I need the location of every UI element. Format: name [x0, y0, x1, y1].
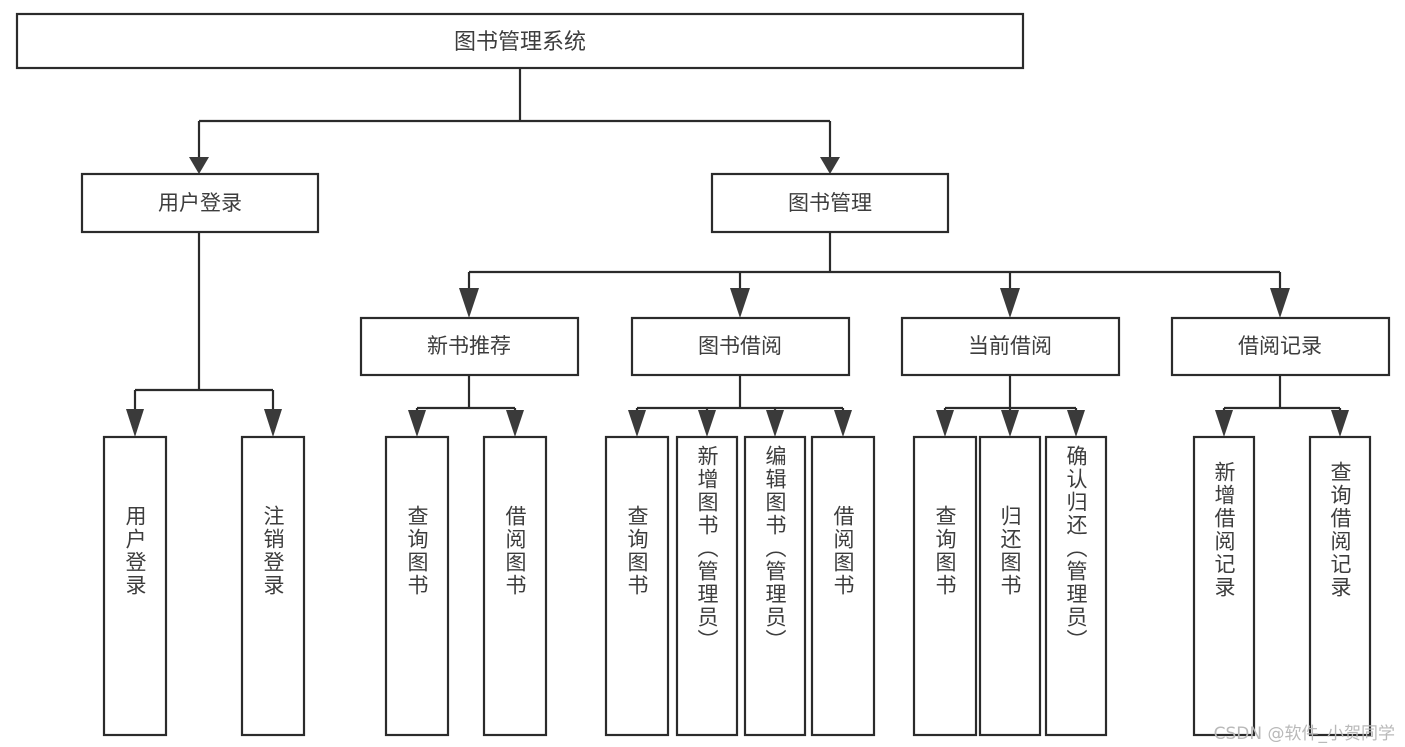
arrowhead-group	[126, 157, 1349, 437]
leaf-box-newbook-0[interactable]	[384, 435, 450, 737]
arrowhead-borrow-leaf-1	[698, 410, 716, 437]
node-root-box[interactable]	[15, 12, 1025, 70]
leaf-box-user-login-0[interactable]	[102, 435, 168, 737]
node-book-borrow-label: 图书借阅	[698, 334, 782, 358]
arrowhead-user-login	[189, 157, 209, 174]
leaf-box-group	[102, 435, 1372, 737]
arrowhead-level3-0	[459, 288, 479, 318]
node-borrow-records-label: 借阅记录	[1238, 334, 1322, 358]
node-new-book-recommend-label: 新书推荐	[427, 334, 511, 358]
arrowhead-current-leaf-0	[936, 410, 954, 437]
node-user-login[interactable]: 用户登录	[80, 172, 320, 234]
leaf-box-records-1[interactable]	[1308, 435, 1372, 737]
leaf-box-records-0[interactable]	[1192, 435, 1256, 737]
arrowhead-borrow-leaf-3	[834, 410, 852, 437]
arrowhead-borrow-leaf-0	[628, 410, 646, 437]
leaf-box-newbook-1[interactable]	[482, 435, 548, 737]
arrowhead-level3-3	[1270, 288, 1290, 318]
node-book-borrow[interactable]: 图书借阅	[630, 316, 851, 377]
node-new-book-recommend[interactable]: 新书推荐	[359, 316, 580, 377]
leaf-box-borrow-3[interactable]	[810, 435, 876, 737]
leaf-box-current-0[interactable]	[912, 435, 978, 737]
arrowhead-current-leaf-2	[1067, 410, 1085, 437]
node-book-management-box[interactable]	[710, 172, 950, 234]
node-new-book-recommend-box[interactable]	[359, 316, 580, 377]
node-current-borrow[interactable]: 当前借阅	[900, 316, 1121, 377]
node-borrow-records-box[interactable]	[1170, 316, 1391, 377]
node-borrow-records[interactable]: 借阅记录	[1170, 316, 1391, 377]
arrowhead-newbook-leaf-0	[408, 410, 426, 437]
node-root-label: 图书管理系统	[454, 30, 586, 55]
node-user-login-box[interactable]	[80, 172, 320, 234]
arrowhead-records-leaf-0	[1215, 410, 1233, 437]
leaf-box-borrow-1[interactable]	[675, 435, 739, 737]
arrowhead-borrow-leaf-2	[766, 410, 784, 437]
arrowhead-current-leaf-1	[1001, 410, 1019, 437]
leaf-box-user-login-1[interactable]	[240, 435, 306, 737]
arrowhead-newbook-leaf-1	[506, 410, 524, 437]
arrowhead-records-leaf-1	[1331, 410, 1349, 437]
node-book-borrow-box[interactable]	[630, 316, 851, 377]
leaf-box-borrow-0[interactable]	[604, 435, 670, 737]
node-current-borrow-label: 当前借阅	[968, 334, 1052, 358]
node-user-login-label: 用户登录	[158, 191, 242, 215]
arrowhead-user-login-leaf-0	[126, 409, 144, 437]
node-book-management[interactable]: 图书管理	[710, 172, 950, 234]
arrowhead-level3-2	[1000, 288, 1020, 318]
arrowhead-book-mgmt	[820, 157, 840, 174]
leaf-box-current-2[interactable]	[1044, 435, 1108, 737]
node-current-borrow-box[interactable]	[900, 316, 1121, 377]
leaf-box-borrow-2[interactable]	[743, 435, 807, 737]
arrowhead-user-login-leaf-1	[264, 409, 282, 437]
node-root[interactable]: 图书管理系统	[15, 12, 1025, 70]
leaf-box-current-1[interactable]	[978, 435, 1042, 737]
node-book-management-label: 图书管理	[788, 191, 872, 215]
arrowhead-level3-1	[730, 288, 750, 318]
